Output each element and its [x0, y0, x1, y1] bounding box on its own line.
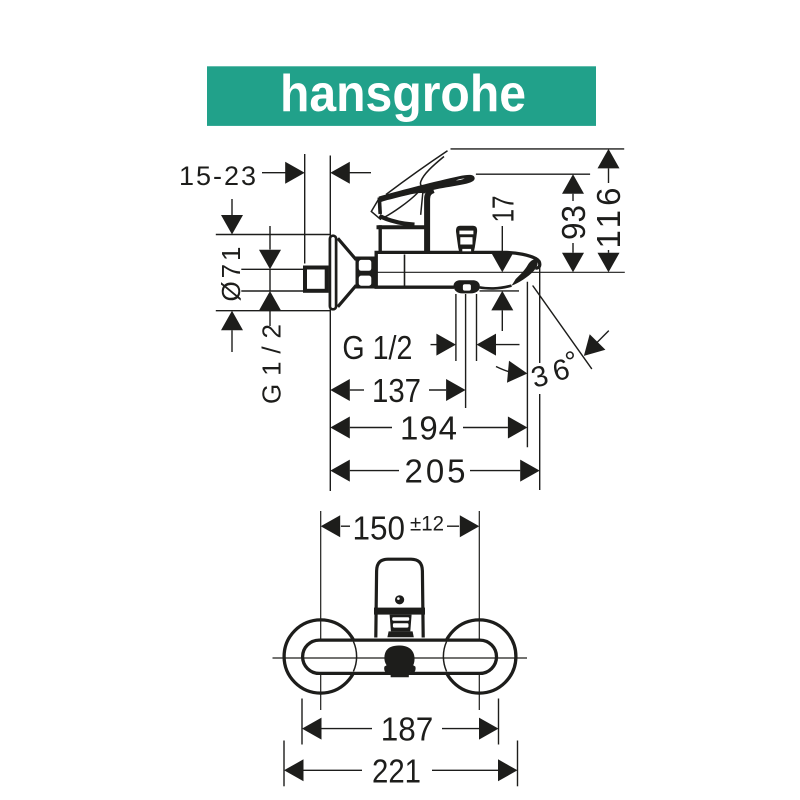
svg-text:±12: ±12	[410, 513, 444, 536]
svg-text:150: 150	[353, 510, 406, 547]
svg-text:15-23: 15-23	[179, 161, 256, 191]
svg-text:Ø71: Ø71	[216, 247, 246, 302]
svg-text:G1/2: G1/2	[257, 324, 287, 404]
svg-text:hansgrohe: hansgrohe	[280, 65, 526, 123]
svg-text:137: 137	[372, 372, 421, 409]
svg-text:194: 194	[400, 410, 457, 447]
svg-text:17: 17	[486, 196, 521, 223]
svg-text:93: 93	[555, 205, 592, 240]
svg-text:205: 205	[405, 453, 466, 490]
svg-text:3: 3	[528, 360, 552, 395]
svg-text:187: 187	[381, 711, 434, 748]
svg-text:116: 116	[590, 188, 627, 249]
svg-text:G 1/2: G 1/2	[342, 329, 412, 366]
svg-text:6: 6	[549, 353, 573, 388]
svg-text:221: 221	[372, 752, 421, 789]
